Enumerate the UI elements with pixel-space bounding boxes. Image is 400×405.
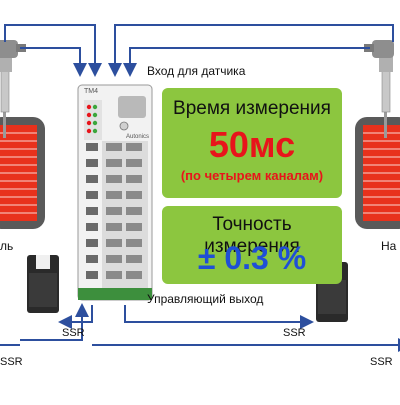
- measure-time-panel: Время измерения 50мс (по четырем каналам…: [162, 88, 342, 198]
- accuracy-title: Точность измерения: [204, 214, 300, 257]
- accuracy-panel: Точность измерения ± 0.3 %: [162, 206, 342, 284]
- right-sensor: [364, 40, 394, 138]
- ssr-left-inner-label: SSR: [62, 327, 85, 339]
- measure-time-note: (по четырем каналам): [180, 168, 324, 183]
- ssr-right-inner-label: SSR: [283, 327, 306, 339]
- accuracy-value: ± 0.3 %: [197, 240, 307, 276]
- wiring: [0, 24, 400, 352]
- heater-right-label: На: [381, 239, 397, 253]
- control-output-label: Управляющий выход: [147, 292, 264, 306]
- left-ssr-device: [27, 255, 59, 313]
- ssr-left-outer-label: SSR: [0, 356, 23, 368]
- controller-tm4: [77, 84, 153, 301]
- right-heater: [355, 117, 400, 229]
- measure-time-title: Время измерения: [173, 98, 331, 119]
- heater-left-label: ль: [0, 239, 14, 253]
- controller-brand-small: Autonics: [126, 134, 150, 140]
- controller-brand-top: TM4: [84, 88, 98, 95]
- left-heater: [0, 117, 45, 229]
- ssr-right-outer-label: SSR: [370, 356, 393, 368]
- measure-time-value: 50мс: [208, 124, 296, 165]
- sensor-input-label: Вход для датчика: [147, 64, 246, 78]
